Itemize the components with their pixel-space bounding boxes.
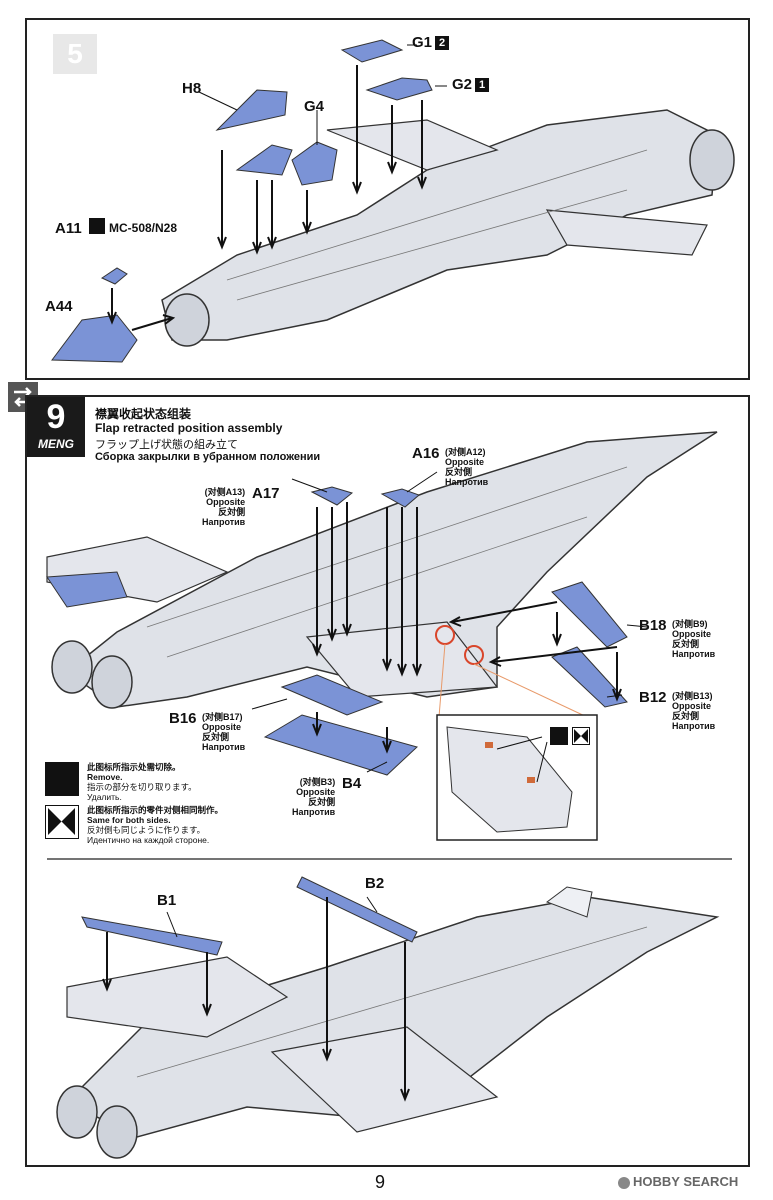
label-a16: A16 <box>412 445 440 462</box>
title-cn: 襟翼收起状态组装 <box>95 407 192 421</box>
part-a16 <box>380 488 420 508</box>
step-5-number: 5 <box>53 34 97 74</box>
part-a44 <box>51 314 138 363</box>
part-g4 <box>291 141 338 186</box>
step-9-panel: 9 MENG 襟翼收起状态组装 Flap retracted position … <box>25 395 750 1167</box>
part-b18 <box>551 581 628 648</box>
step-9-number: 9 <box>46 398 66 436</box>
part-g2 <box>365 77 433 101</box>
part-a11 <box>100 267 128 285</box>
label-paint-code: MC-508/N28 <box>109 221 178 235</box>
label-b4: B4 <box>342 775 362 792</box>
part-b16 <box>280 674 384 716</box>
left-flap-blue <box>46 571 128 608</box>
label-a11: A11 <box>55 220 82 237</box>
same-both-sides-icon <box>572 727 590 745</box>
step-5-panel: 5 <box>25 18 750 380</box>
label-b12: B12 <box>639 689 667 706</box>
title-en: Flap retracted position assembly <box>95 421 283 435</box>
step-9-badge: 9 MENG <box>27 397 85 457</box>
part-g1 <box>340 39 404 63</box>
remove-tool-icon <box>550 727 568 745</box>
legend-same-icon <box>45 805 79 839</box>
meng-logo: MENG <box>38 437 74 451</box>
step-9-drawing <box>46 431 732 1159</box>
legend-remove-icon <box>45 762 79 796</box>
page-number: 9 <box>375 1172 386 1192</box>
part-b12 <box>551 646 628 708</box>
label-a17: A17 <box>252 485 280 502</box>
engine-nozzle <box>689 129 735 191</box>
label-b16: B16 <box>169 710 197 727</box>
wing-rear <box>545 209 708 256</box>
nozzle-right <box>91 655 133 709</box>
fuselage-body <box>161 109 718 341</box>
label-b1: B1 <box>157 892 177 909</box>
wing-top <box>326 119 499 171</box>
part-b4 <box>263 714 418 776</box>
part-a17 <box>310 486 354 506</box>
assembly-arrows <box>107 65 427 331</box>
label-h8: H8 <box>182 80 202 97</box>
legend-same-text: 此图标所指示的零件对侧相同制作。 Same for both sides. 反対… <box>87 805 224 845</box>
part-b2 <box>296 876 418 943</box>
part-h8 <box>215 89 288 131</box>
step-5-drawing <box>51 39 735 363</box>
label-g4: G4 <box>304 98 325 115</box>
label-b2: B2 <box>365 875 385 892</box>
label-b18: B18 <box>639 617 667 634</box>
part-b1 <box>81 916 223 956</box>
part-canopy-small <box>235 144 293 176</box>
legend-remove-text: 此图标所指示处需切除。 Remove. 指示の部分を切り取ります。 Удалит… <box>87 762 197 802</box>
label-a44: A44 <box>45 298 73 315</box>
title-ru: Сборка закрылки в убранном положении <box>95 451 321 463</box>
paint-brush-icon <box>89 218 105 234</box>
title-jp: フラップ上げ状態の組み立て <box>95 439 238 451</box>
lower-arrows <box>102 897 410 1102</box>
watermark-logo-icon <box>618 1176 630 1189</box>
upper-fuselage <box>65 431 718 708</box>
nozzle-left <box>51 640 93 694</box>
step-9-arrows <box>312 502 622 754</box>
watermark: HOBBY SEARCH <box>618 1174 738 1189</box>
lower-wing-left <box>66 956 289 1038</box>
